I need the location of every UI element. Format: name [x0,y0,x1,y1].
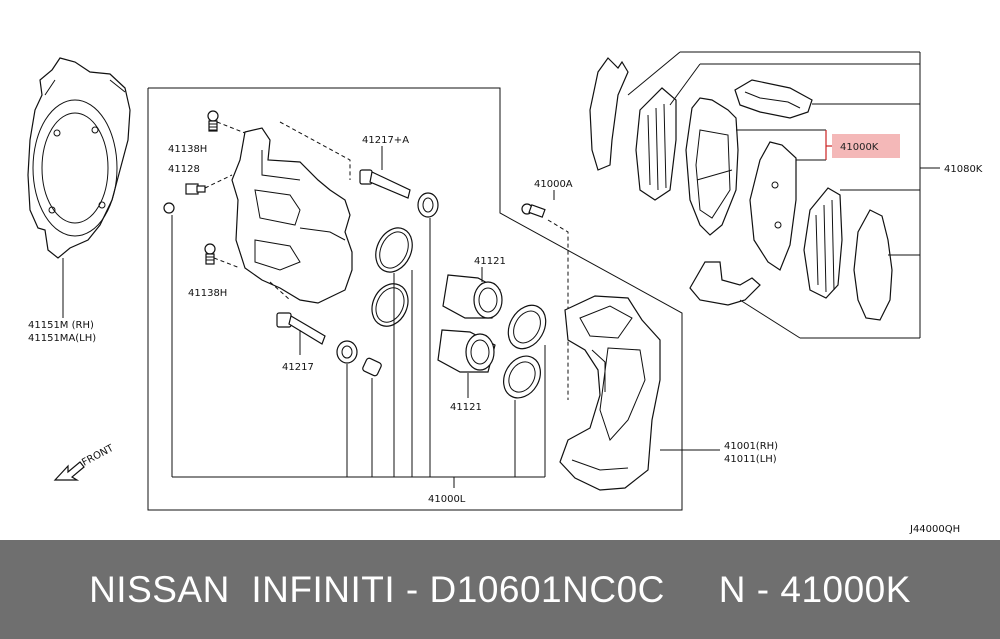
label-pad-kit: 41000K [840,142,879,153]
shim-right [803,187,843,299]
label-caliper-rh: 41001(RH) [724,441,778,452]
label-piston-top: 41121 [474,256,506,267]
shim-left [635,87,677,201]
outer-shim-right [853,209,893,321]
pad-kit-leaders [736,129,832,161]
caliper-assembly-frame [147,87,683,511]
dust-seal-bottom [503,355,541,399]
bolt-41138h-bottom [204,243,216,265]
piston-seal-bottom [371,283,409,327]
seal-kit-leaders [171,215,546,488]
guide-pin-bottom [276,312,326,345]
brake-pad-inner [685,97,739,236]
bushing [362,357,382,377]
bolt-41138h-top [207,110,219,132]
boot-bottom [336,340,358,364]
banner-text: NISSAN INFINITI - D10601NC0C N - 41000K [89,568,911,610]
label-bolt-top: 41138H [168,144,207,155]
part-number-banner: NISSAN INFINITI - D10601NC0C N - 41000K [0,540,1000,639]
pad-kit-highlight [832,134,900,158]
front-arrow [53,461,85,481]
dust-seal-top [507,304,547,350]
piston-top [442,274,503,319]
hardware-kit-leaders [627,51,940,339]
piston-bottom [437,329,496,373]
piston-seal-top [375,227,413,273]
caliper-body [559,295,661,491]
label-pin-top: 41217+A [362,135,409,146]
brake-pad-outer [749,141,797,271]
label-backplate-rh: 41151M (RH) [28,320,94,331]
pad-retainer-clip [734,79,813,119]
diagram-code: J44000QH [909,524,960,535]
pad-clip-bottom [689,261,761,306]
backing-plate [27,57,131,259]
label-front: FRONT [80,442,116,468]
label-bleeder: 41128 [168,164,200,175]
guide-pin-top [359,169,411,199]
label-backplate-lh: 41151MA(LH) [28,333,96,344]
parts-diagram: 41151M (RH) 41151MA(LH) 41138H 41128 411… [27,51,983,535]
outer-shim-left [589,57,629,171]
label-bolt-a: 41000A [534,179,573,190]
label-bolt-bottom: 41138H [188,288,227,299]
label-seal-kit: 41000L [428,494,466,505]
boot-top [417,192,439,218]
label-hardware-kit: 41080K [944,164,983,175]
caliper-bracket [231,127,353,304]
bleeder-screw [163,183,206,214]
label-caliper-lh: 41011(LH) [724,454,777,465]
bolt-41000a [521,203,546,218]
label-piston-bottom: 41121 [450,402,482,413]
label-pin-bottom: 41217 [282,362,314,373]
